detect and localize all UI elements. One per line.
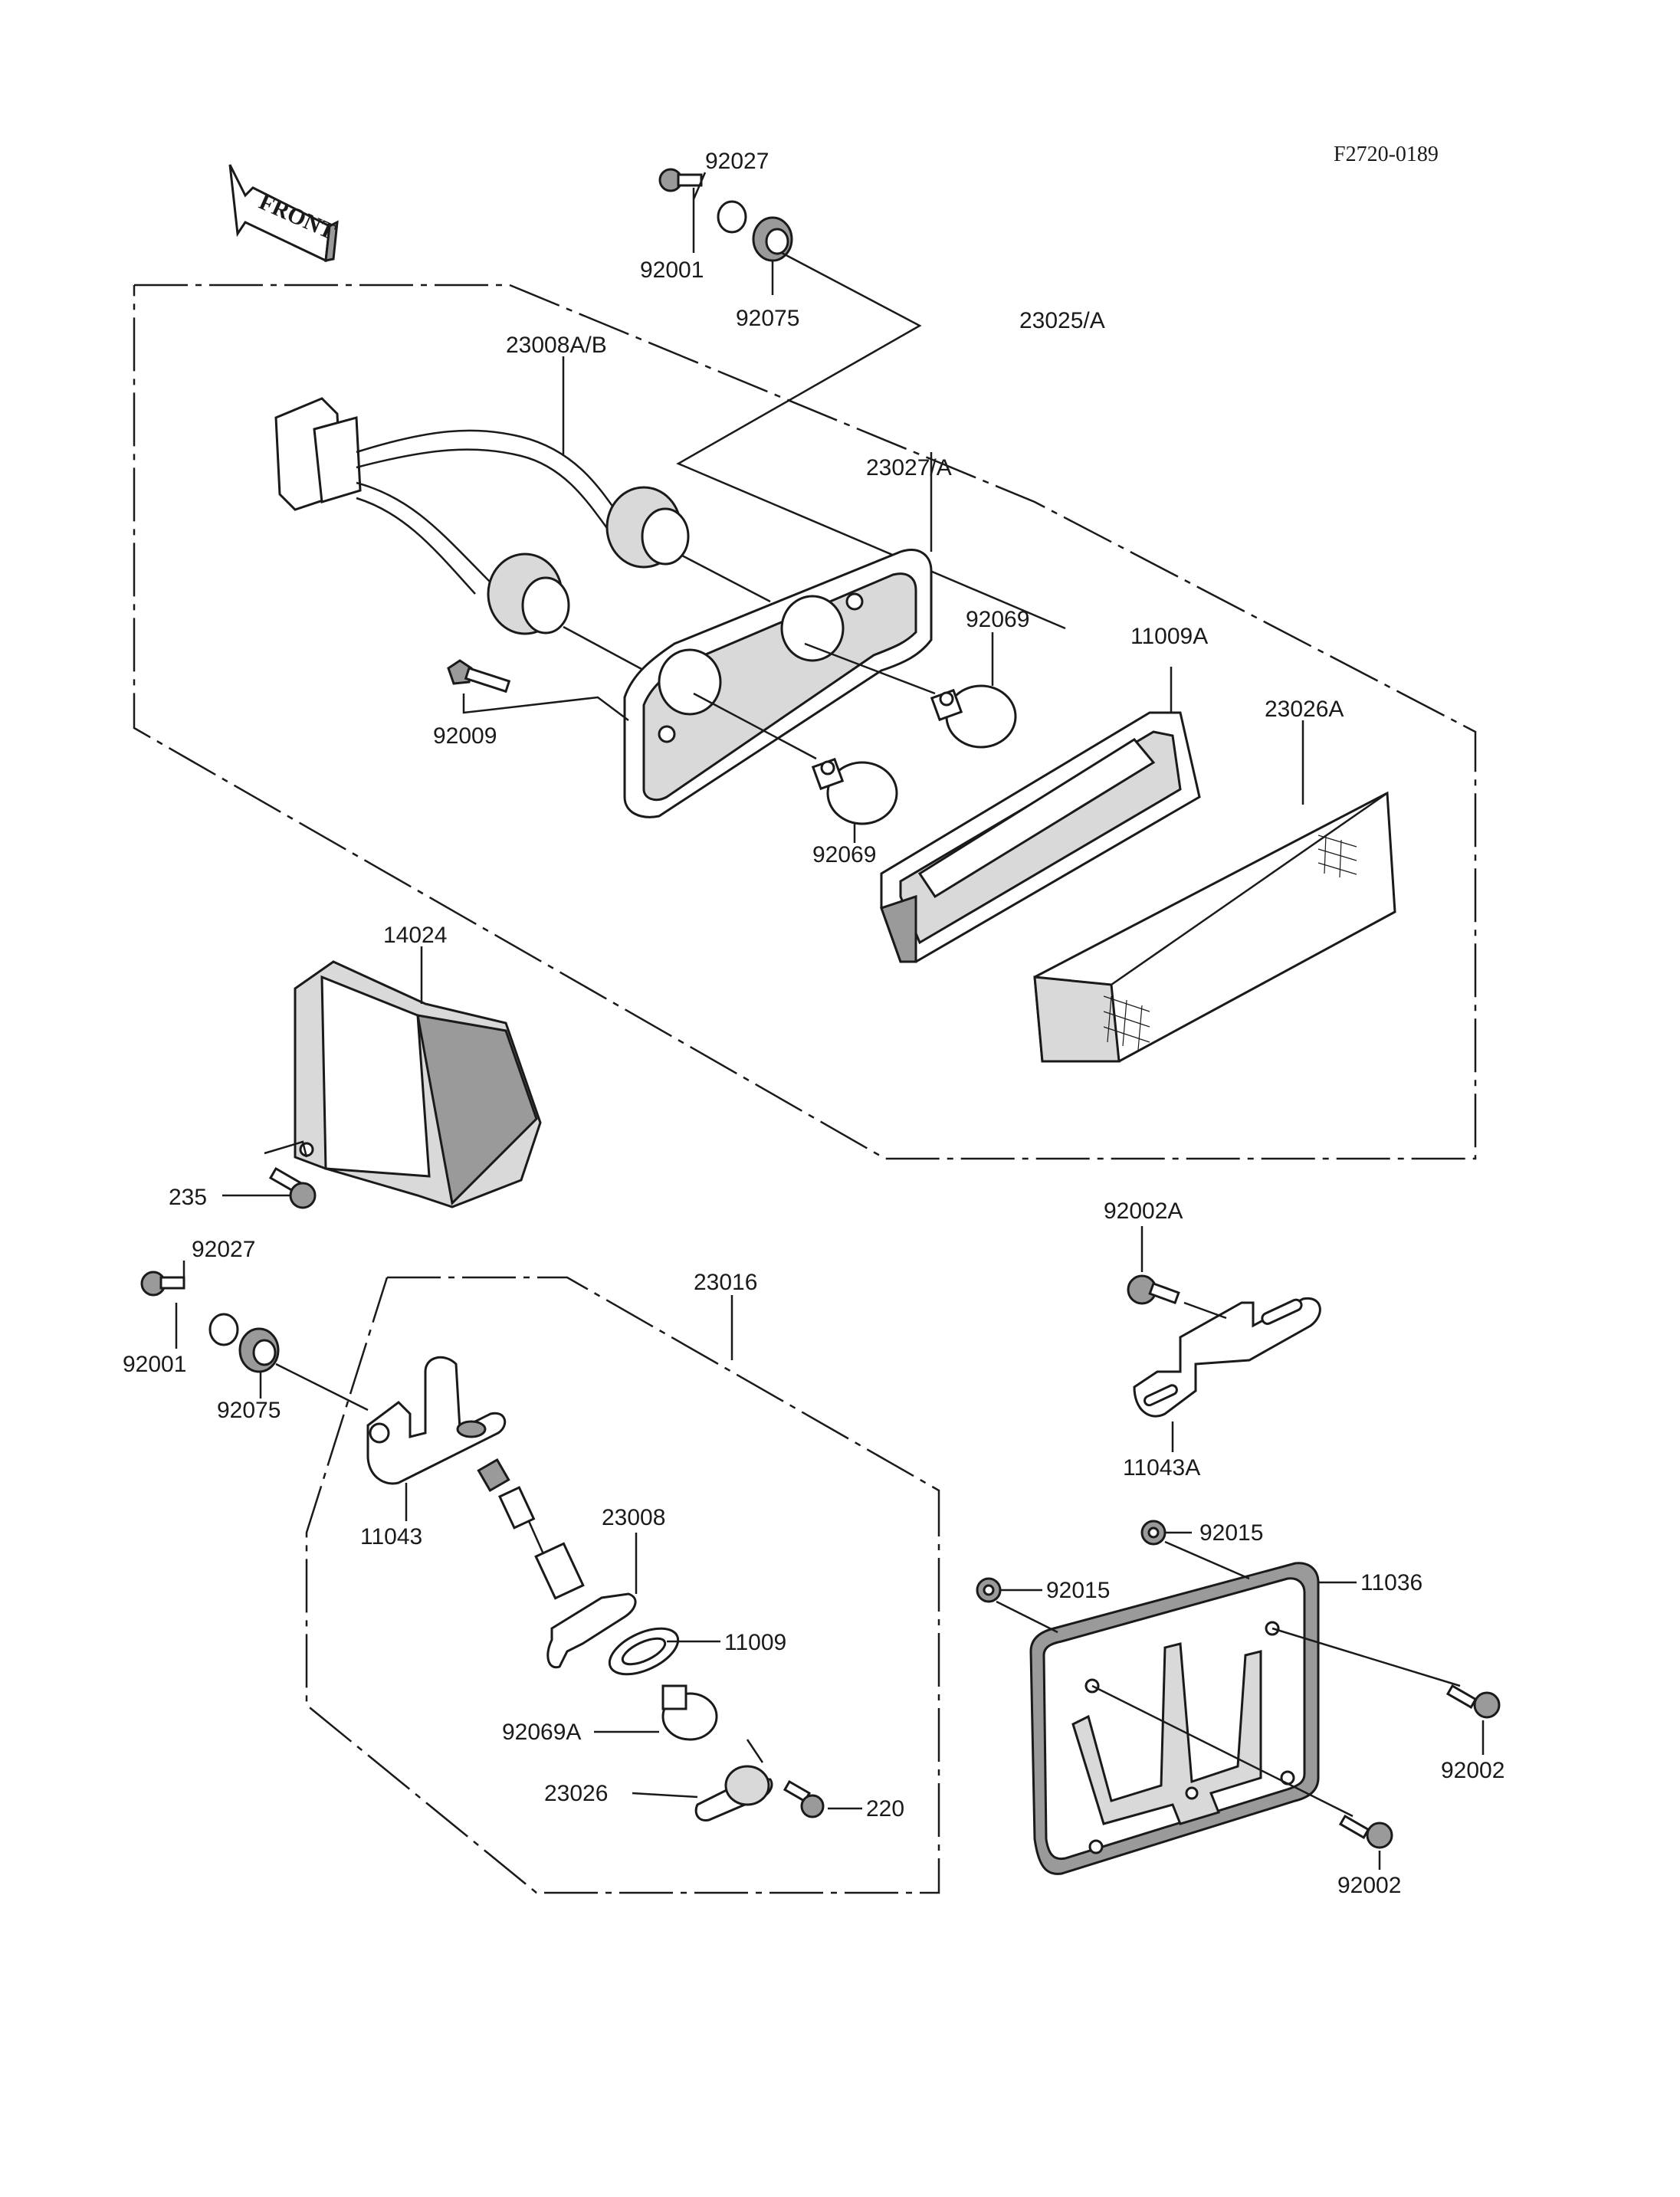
grommet-92075-bottom [238, 1327, 280, 1373]
label-11009A: 11009A [1130, 624, 1208, 649]
screw-220 [783, 1779, 825, 1818]
label-23008: 23008 [602, 1505, 665, 1530]
label-92069A: 92069A [502, 1720, 581, 1745]
label-92002-right: 92002 [1441, 1758, 1504, 1783]
bolt-92001-bottom [140, 1271, 185, 1297]
screw-235 [268, 1166, 317, 1209]
label-92009: 92009 [433, 723, 497, 749]
label-14024: 14024 [383, 923, 447, 948]
label-23027A: 23027/A [866, 455, 952, 480]
bolt-92002-bottom [1338, 1814, 1393, 1849]
label-11009: 11009 [724, 1630, 786, 1655]
bracket-11043 [366, 1356, 507, 1485]
collar-92027-top [717, 200, 747, 234]
label-92075-top: 92075 [736, 306, 799, 331]
bracket-11043A [1133, 1297, 1321, 1418]
license-light-group-outline [305, 1276, 940, 1894]
label-92002-bottom: 92002 [1337, 1873, 1401, 1898]
label-92002A: 92002A [1104, 1199, 1183, 1224]
nut-92015-lower [976, 1577, 1002, 1603]
wiring-harness-23008AB [274, 397, 771, 676]
label-23025A: 23025/A [1019, 308, 1105, 333]
label-92001-bottom: 92001 [123, 1352, 186, 1377]
license-plate-holder-11036 [1029, 1562, 1320, 1875]
lamp-housing-23027A [623, 549, 933, 818]
label-92015-lower: 92015 [1046, 1578, 1110, 1603]
bulb-92069-right [930, 684, 1017, 749]
label-92027-bottom: 92027 [192, 1237, 255, 1262]
label-23026: 23026 [544, 1781, 608, 1806]
lens-frame-11009A [880, 711, 1201, 963]
front-arrow-icon: FRONT [228, 164, 339, 263]
socket-23008 [477, 1458, 637, 1669]
screw-92009 [447, 659, 511, 694]
label-11043: 11043 [360, 1524, 422, 1549]
bolt-92002A [1127, 1274, 1180, 1305]
label-11043A: 11043A [1123, 1455, 1200, 1481]
label-92075-bottom: 92075 [217, 1398, 281, 1423]
label-23016: 23016 [694, 1270, 757, 1295]
label-23008AB: 23008A/B [506, 333, 607, 358]
bolt-92002-right [1445, 1684, 1501, 1719]
cover-14024 [294, 960, 542, 1208]
label-23026A: 23026A [1265, 697, 1344, 722]
label-92001-top: 92001 [640, 257, 704, 283]
gasket-11009 [608, 1627, 680, 1676]
tail-light-group-outline [133, 284, 1477, 1160]
bolt-92001-top [658, 168, 703, 192]
figure-number: F2720-0189 [1334, 143, 1439, 166]
bulb-92069A [661, 1684, 718, 1741]
label-92069-bottom: 92069 [812, 842, 876, 867]
lens-23026 [694, 1765, 773, 1822]
label-92015-upper: 92015 [1199, 1520, 1263, 1546]
nut-92015-upper [1140, 1520, 1166, 1546]
label-220: 220 [866, 1796, 904, 1822]
label-235: 235 [169, 1185, 207, 1210]
bulb-92069-left [811, 757, 898, 825]
label-92027-top: 92027 [705, 149, 769, 174]
label-11036: 11036 [1360, 1570, 1422, 1595]
lens-23026A [1033, 791, 1396, 1063]
collar-92027-bottom [208, 1313, 239, 1346]
top-fastener-group [658, 168, 1066, 630]
label-92069-right: 92069 [966, 607, 1029, 632]
